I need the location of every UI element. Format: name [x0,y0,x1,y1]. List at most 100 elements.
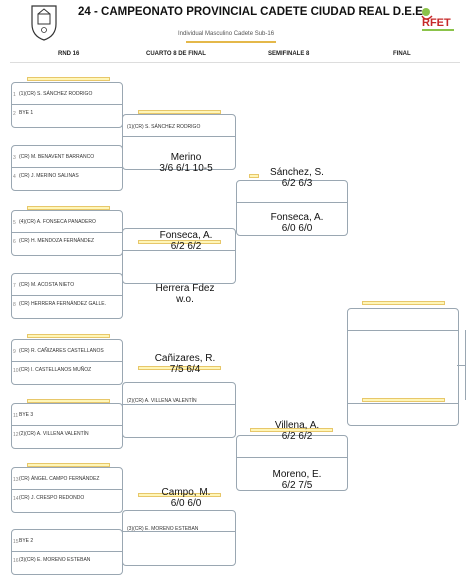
player-name[interactable]: (CR) H. MENDOZA FERNÁNDEZ [19,238,94,244]
seed-number: 11 [13,413,19,419]
match-box-sf-2 [236,435,348,491]
match-box-r16-4 [11,273,123,319]
result-score: w.o. [176,294,194,305]
player-name[interactable]: (1)(CR) S. SÁNCHEZ RODRIGO [19,91,93,97]
player-name[interactable]: (3)(CR) E. MORENO ESTEBAN [19,557,91,563]
result-score: 6/0 6/0 [170,498,202,509]
match-box-r16-3 [11,210,123,256]
seed-number: 15 [13,539,19,545]
seed-number: 16 [13,558,19,564]
header-divider [10,62,460,63]
match-box-qf-2 [122,228,236,284]
seed-number: 8 [13,302,16,308]
player-name[interactable]: (CR) HERRERA FERNÁNDEZ GALLE. [19,301,106,307]
result-winner: Merino [170,152,202,163]
round-header-final: FINAL [393,51,411,57]
player-name[interactable]: (4)(CR) A. FONSECA PANADERO [19,219,96,225]
match-box-sf-1 [236,180,348,236]
match-box-r16-5 [11,339,123,385]
player-name[interactable]: (1)(CR) S. SÁNCHEZ RODRIGO [127,124,201,130]
seed-number: 7 [13,283,16,289]
result-score: 3/6 6/1 10-5 [159,163,213,174]
qf-result-5: Campo, M. 6/0 6/0 [148,487,224,509]
result-score: 6/2 6/2 [170,241,202,252]
result-score: 6/2 7/5 [281,480,313,491]
highlight-bar [27,463,110,467]
seed-number: 4 [13,174,16,180]
player-name[interactable]: (2)(CR) A. VILLENA VALENTÍN [19,431,89,437]
match-box-final [347,308,459,426]
highlight-bar [27,334,110,338]
player-name[interactable]: (CR) ÁNGEL CAMPO FERNÁNDEZ [19,476,100,482]
match-box-r16-6 [11,403,123,449]
highlight-bar [250,428,333,432]
highlight-bar [362,398,445,402]
highlight-bar [27,206,110,210]
page-title: 24 - CAMPEONATO PROVINCIAL CADETE CIUDAD… [78,6,427,18]
highlight-bar [138,110,221,114]
subtitle-underline [186,41,276,43]
seed-number: 12 [13,432,19,438]
result-winner: Cañizares, R. [154,353,216,364]
player-name[interactable]: BYE 3 [19,412,34,418]
seed-number: 13 [13,477,19,483]
result-score: 7/5 6/4 [169,364,201,375]
round-header-qf: CUARTO 8 DE FINAL [146,51,206,57]
final-connector [465,330,466,400]
player-name[interactable]: (3)(CR) E. MORENO ESTEBAN [127,526,199,532]
result-score: 6/0 6/0 [281,223,313,234]
sf-result-4: Moreno, E. 6/2 7/5 [258,469,336,491]
player-name[interactable]: (CR) M. BENAVENT BARRANCO [19,154,95,160]
sf-result-3: Villena, A. 6/2 6/2 [258,420,336,442]
round-header-sf: SEMIFINALE 8 [268,51,310,57]
result-winner: Villena, A. [274,420,320,431]
player-name[interactable]: BYE 2 [19,538,34,544]
result-winner: Fonseca, A. [159,230,213,241]
match-box-qf-3 [122,382,236,438]
seed-number: 1 [13,92,16,98]
federation-logo [31,5,57,41]
seed-number: 9 [13,349,16,355]
seed-number: 2 [13,111,16,117]
match-box-qf-1 [122,114,236,170]
seed-number: 3 [13,155,16,161]
result-winner: Sánchez, S. [270,167,324,178]
seed-number: 10 [13,368,19,374]
qf-result-4: Cañizares, R. 7/5 6/4 [142,353,228,375]
highlight-bar [249,174,259,178]
result-winner: Moreno, E. [272,469,322,480]
match-box-r16-7 [11,467,123,513]
result-score: 6/2 6/3 [281,178,313,189]
draw-subtitle: Individual Masculino Cadete Sub-16 [178,31,275,37]
seed-number: 14 [13,496,19,502]
player-name[interactable]: (CR) R. CAÑIZARES CASTELLANOS [19,348,104,354]
player-name[interactable]: (2)(CR) A. VILLENA VALENTÍN [127,398,197,404]
sf-result-2: Fonseca, A. 6/0 6/0 [258,212,336,234]
final-connector [457,365,465,366]
match-box-qf-4 [122,510,236,566]
rfet-logo: RFET [421,8,454,31]
match-box-r16-1 [11,82,123,128]
qf-result-1: Merino 3/6 6/1 10-5 [148,152,224,174]
player-name[interactable]: (CR) M. ACOSTA NIETO [19,282,75,288]
seed-number: 5 [13,220,16,226]
highlight-bar [138,240,221,244]
highlight-bar [362,301,445,305]
player-name[interactable]: (CR) J. MERINO SALINAS [19,173,79,179]
match-box-r16-8 [11,529,123,575]
qf-result-3: Herrera Fdez w.o. [142,283,228,305]
qf-result-2: Fonseca, A. 6/2 6/2 [148,230,224,252]
result-winner: Herrera Fdez [155,283,215,294]
player-name[interactable]: BYE 1 [19,110,34,116]
result-score: 6/2 6/2 [281,431,313,442]
player-name[interactable]: (CR) J. CRESPO REDONDO [19,495,85,501]
highlight-bar [27,399,110,403]
svg-text:RFET: RFET [422,17,451,29]
player-name[interactable]: (CR) I. CASTELLANOS MUÑOZ [19,367,92,373]
sf-result-1: Sánchez, S. 6/2 6/3 [258,167,336,189]
highlight-bar [138,493,221,497]
highlight-bar [27,77,110,81]
round-header-r16: RND 16 [58,51,80,57]
match-box-r16-2 [11,145,123,191]
result-winner: Fonseca, A. [270,212,324,223]
